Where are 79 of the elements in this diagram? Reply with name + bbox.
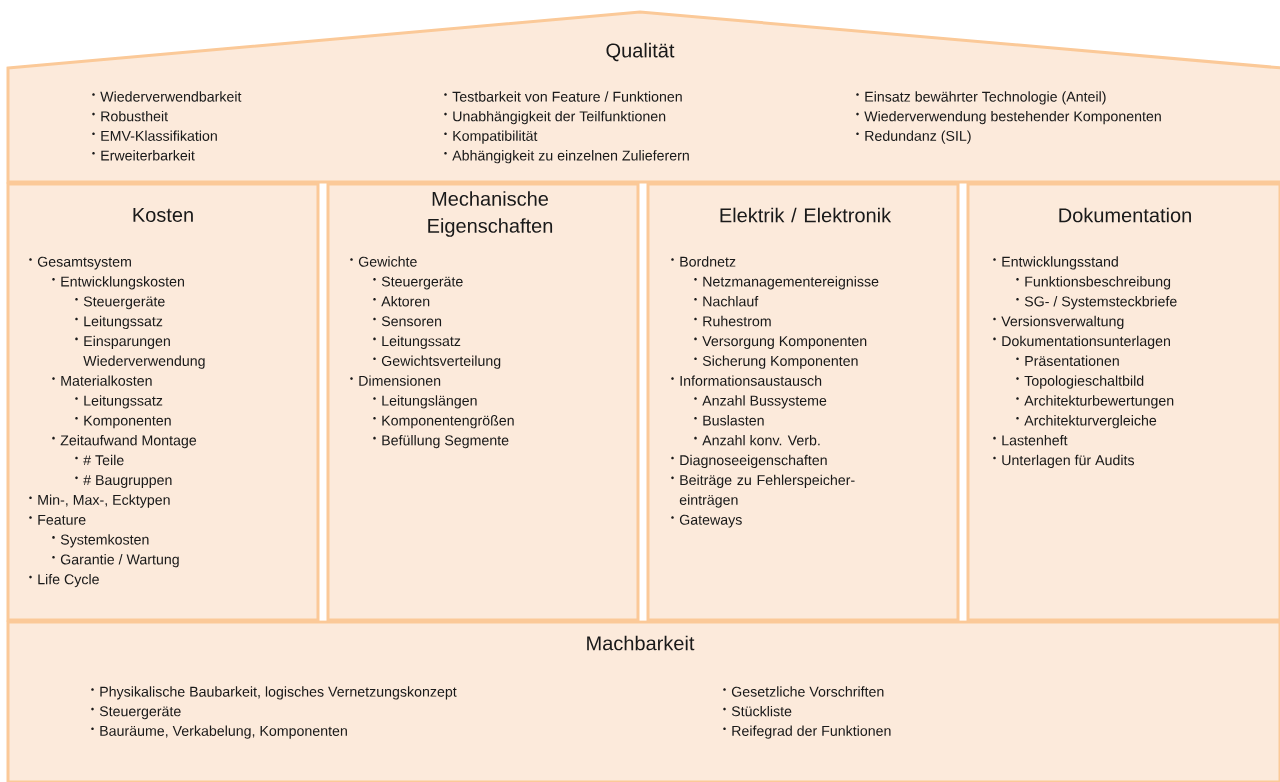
bullet-item: Leitungssatz [75, 315, 163, 330]
bullet-item: Befüllung Segmente [373, 434, 509, 449]
bullet-item: Nachlauf [694, 296, 759, 307]
heading: Kosten [133, 208, 193, 222]
bullet-item: Komponenten [75, 415, 171, 429]
bullet-item: Unabhängigkeit der Teilfunktionen [444, 110, 666, 125]
bullet-item: Ruhestrom [694, 315, 771, 327]
bullet-item: Informationsaustausch [671, 375, 822, 386]
bullet-item: Bauräume, Verkabelung, Komponenten [91, 725, 347, 739]
heading: Mechanische Eigenschaften [428, 191, 553, 237]
bullet-item: Steuergeräte [91, 706, 181, 720]
bullet-item: Entwicklungskosten [52, 276, 184, 290]
bullet-item: Gesamtsystem [29, 256, 131, 270]
bullet-item: Buslasten [694, 415, 764, 426]
bullet-item: Lastenheft [993, 434, 1068, 446]
heading: Dokumentation [1059, 207, 1191, 223]
bullet-item: Versorgung Komponenten [694, 336, 867, 349]
pillar-box [646, 182, 960, 622]
bullet-item: Robustheit [92, 110, 168, 122]
bullet-item: Materialkosten [52, 375, 152, 386]
bullet-item: Architekturvergleiche [1016, 415, 1157, 429]
base-box [6, 620, 1280, 782]
bullet-item: Gewichte [350, 256, 417, 267]
bullet-item: Einsparungen Wiederverwendung [75, 335, 205, 369]
bullet-item: Diagnoseeigenschaften [671, 454, 827, 469]
bullet-item: Redundanz (SIL) [856, 130, 971, 144]
roof-box [6, 10, 1280, 184]
bullet-item: Steuergeräte [75, 296, 165, 310]
bullet-item: Wiederverwendung bestehender Komponenten [856, 110, 1161, 125]
bullet-item: Architekturbewertungen [1016, 395, 1174, 409]
bullet-item: Steuergeräte [373, 276, 463, 290]
heading: Machbarkeit [587, 635, 695, 651]
bullet-item: Entwicklungsstand [993, 256, 1118, 270]
bullet-item: Garantie / Wartung [52, 554, 179, 568]
bullet-item: Zeitaufwand Montage [52, 434, 197, 449]
bullet-item: Komponentengrößen [373, 415, 514, 429]
bullet-item: Erweiterbarkeit [92, 150, 195, 161]
heading: Qualität [606, 42, 675, 62]
bullet-item: Testbarkeit von Feature / Funktionen [444, 91, 682, 102]
bullet-item: Life Cycle [29, 573, 99, 588]
bullet-item: Wiederverwendbarkeit [92, 91, 242, 102]
bullet-item: Leitungssatz [373, 335, 461, 349]
bullet-item: Anzahl konv. Verb. [694, 434, 820, 446]
bullet-item: Einsatz bewährter Technologie (Anteil) [856, 91, 1106, 105]
bullet-item: Abhängigkeit zu einzelnen Zulieferern [444, 150, 689, 164]
bullet-item: Systemkosten [52, 534, 149, 548]
bullet-item: Bordnetz [671, 256, 736, 267]
pillar-box [326, 182, 640, 622]
bullet-item: Stückliste [723, 705, 792, 717]
bullet-item: Reifegrad der Funktionen [723, 725, 891, 739]
bullet-item: # Baugruppen [75, 475, 172, 488]
bullet-item: Dimensionen [350, 375, 441, 386]
bullet-item: Funktionsbeschreibung [1016, 276, 1171, 290]
bullet-item: Sicherung Komponenten [694, 355, 858, 369]
heading: Elektrik / Elektronik [720, 207, 892, 223]
bullet-item: Feature [29, 514, 86, 525]
bullet-item: Beiträge zu Fehlerspeicher- einträgen [671, 474, 855, 508]
bullet-item: SG- / Systemsteckbriefe [1016, 296, 1177, 310]
bullet-item: Sensoren [373, 316, 442, 327]
bullet-item: Gateways [671, 514, 742, 528]
bullet-item: Anzahl Bussysteme [694, 395, 827, 409]
bullet-item: Dokumentationsunterlagen [993, 335, 1170, 349]
bullet-item: Unterlagen für Audits [993, 454, 1135, 469]
bullet-item: Gewichtsverteilung [373, 355, 501, 369]
bullet-item: Physikalische Baubarkeit, logisches Vernetzungskonzept [91, 686, 457, 700]
pillar-box [966, 182, 1280, 622]
bullet-item: Netzmanagementereignisse [694, 276, 879, 290]
bullet-item: EMV-Klassifikation [92, 130, 217, 141]
bullet-item: Leitungslängen [373, 395, 477, 409]
bullet-item: Versionsverwaltung [993, 315, 1124, 330]
bullet-item: # Teile [75, 454, 124, 466]
bullet-item: Kompatibilität [444, 130, 538, 144]
bullet-item: Gesetzliche Vorschriften [723, 686, 884, 697]
bullet-item: Aktoren [373, 296, 430, 307]
bullet-item: Min-, Max-, Ecktypen [29, 494, 170, 508]
bullet-item: Topologieschaltbild [1016, 375, 1144, 389]
bullet-item: Präsentationen [1016, 355, 1119, 366]
bullet-item: Leitungssatz [75, 395, 163, 409]
pillar-box [6, 182, 320, 622]
